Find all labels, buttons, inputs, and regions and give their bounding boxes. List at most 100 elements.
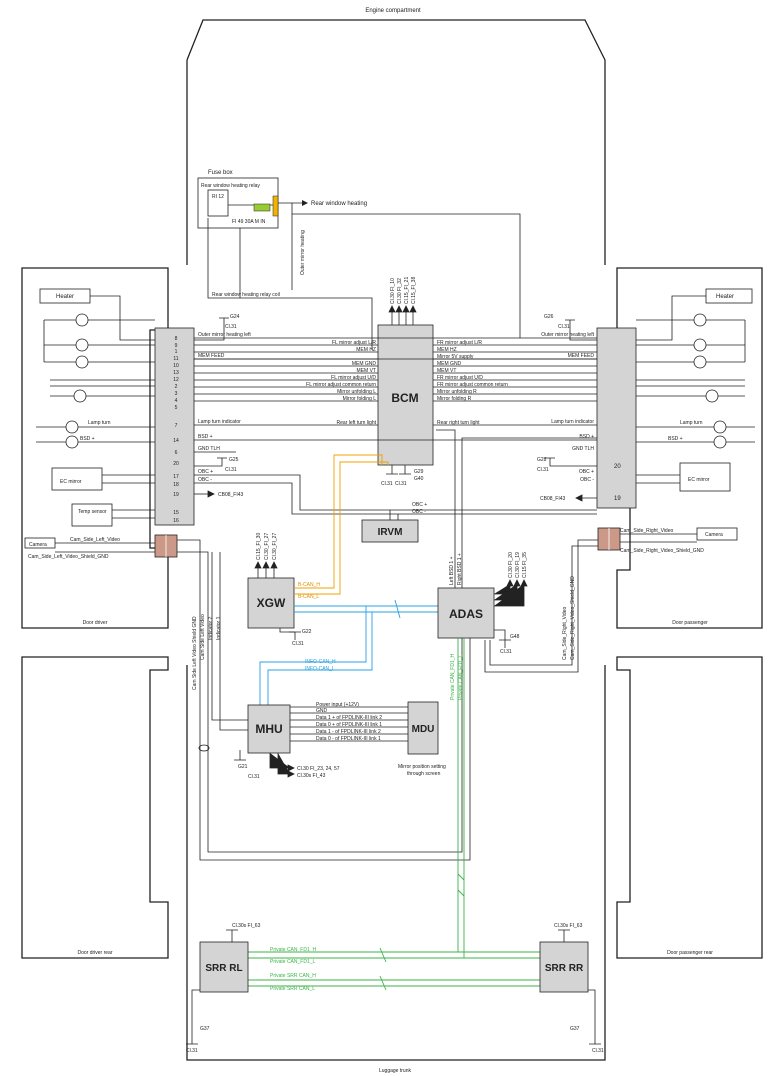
left-pin-6: 6: [175, 450, 178, 456]
right-camera-group: [484, 527, 738, 673]
right-wire-label-3: BSD +: [579, 434, 594, 440]
right-heater: Heater: [716, 294, 734, 300]
bcm-left-signal-3: MEM GND: [352, 361, 377, 367]
fuse-box-title: Fuse box: [208, 170, 233, 176]
left-wire-label-4: GND TLH: [198, 446, 220, 452]
gnd-g37-l: G37: [200, 1026, 210, 1032]
mhu-power-1: Cl.30s FI_43: [297, 773, 326, 779]
left-camera: Camera: [29, 542, 47, 548]
bcm-gnd-3: G40: [414, 476, 424, 482]
bcm-right-signal-1: MEM HZ: [437, 347, 457, 353]
right-mirror-internals: [636, 288, 755, 492]
left-wire-label-5: OBC +: [198, 469, 213, 475]
adas-module[interactable]: ADAS: [437, 587, 495, 639]
mhu-label: MHU: [255, 722, 282, 736]
bcm-label: BCM: [391, 391, 418, 405]
rear-window-heating: Rear window heating: [311, 201, 367, 207]
srr-rl-module[interactable]: SRR RL: [199, 941, 249, 993]
right-wire-label-6: OBC -: [580, 477, 594, 483]
fuse-box: [197, 177, 308, 229]
xgw-top-0: Cl.15_FI_30: [256, 533, 262, 560]
xgw-top-1: Cl.30_FI_27: [264, 533, 270, 560]
bcm-left-signal-7: Mirror unfolding L: [337, 389, 376, 395]
bcm-right-signal-6: FR mirror adjust common return: [437, 382, 508, 388]
left-cb: CB08_FI43: [218, 492, 244, 498]
priv-srr-l: Private SRR CAN_L: [270, 986, 315, 992]
bcm-gnd-1: Cl.31: [395, 481, 407, 487]
left-cam-shield: Cam_Side_Left_Video_Shield_GND: [28, 554, 109, 560]
bcm-right-signal-5: FR mirror adjust U/D: [437, 375, 483, 381]
left-wire-label-0: Outer mirror heating left: [198, 332, 251, 338]
left-temp-sensor: Temp sensor: [78, 509, 107, 515]
right-cam-vert-1: Cam_Side_Right_Video_Shield_GND: [570, 576, 576, 660]
gnd-g25-cl31: Cl.31: [225, 467, 237, 473]
mhu-power-arrows: [269, 753, 295, 778]
gnd-g21-cl31: Cl.31: [248, 774, 260, 780]
right-ec-mirror: EC mirror: [688, 477, 710, 483]
priv-canfd-h-vert: Private CAN_FD1_H: [450, 653, 456, 700]
adas-top-1: Cl.30 FI_19: [515, 552, 521, 578]
right-mirror-connector[interactable]: [596, 327, 637, 509]
left-pin-15: 15: [173, 510, 179, 516]
bcm-top-2: Cl.15_FI_21: [404, 277, 410, 304]
bcm-left-signal-9: Rear left turn light: [337, 420, 377, 426]
mdu-module[interactable]: MDU: [407, 701, 439, 755]
bcm-gnd-2: G29: [414, 469, 424, 475]
bcm-left-signal-4: MEM VT: [357, 368, 376, 374]
gnd-g37-r: G37: [570, 1026, 580, 1032]
infocan-l: INFO-CAN_L: [305, 666, 335, 672]
left-pin-10: 10: [173, 363, 179, 369]
mhu-mdu-label-1: GND: [316, 708, 328, 714]
adas-bsd-wiring: [436, 429, 597, 640]
mhu-mdu-label-3: Data 0 + of FPDLINK-III link 1: [316, 722, 382, 728]
gnd-g24: G24: [230, 314, 240, 320]
fuse-label: FI 49 30A M IN: [232, 219, 266, 225]
bcan-wiring: [294, 454, 389, 595]
left-ec-mirror: EC mirror: [60, 479, 82, 485]
left-cam-vert-2: Indicator 2: [208, 616, 214, 640]
left-heater: Heater: [56, 294, 74, 300]
left-mirror-internals: [36, 288, 155, 527]
bcm-grounds: [386, 465, 411, 475]
bcm-module[interactable]: BCM: [377, 324, 434, 466]
right-wire-label-0: Outer mirror heating left: [541, 332, 594, 338]
priv-canfd-l-vert: Private CAN_FD1_L: [458, 654, 464, 700]
adas-top-arrows: [494, 579, 528, 607]
infocan-h: INFO-CAN_H: [305, 659, 336, 665]
gnd-g37-r-cl31: Cl.31: [592, 1048, 604, 1054]
right-lamp-turn: Lamp turn: [680, 420, 703, 426]
mhu-module[interactable]: MHU: [247, 704, 291, 754]
adas-label: ADAS: [449, 607, 483, 621]
right-wire-label-5: OBC +: [579, 469, 594, 475]
left-pin-14: 14: [173, 438, 179, 444]
left-pin-20: 20: [173, 461, 179, 467]
bcm-right-signal-3: MEM GND: [437, 361, 462, 367]
left-cam-vert-1: Cam Side Left Video: [200, 614, 206, 660]
gnd-g48-cl31: Cl.31: [500, 649, 512, 655]
obc-minus: OBC -: [412, 509, 426, 515]
zone-door-passenger-rear-label: Door passenger rear: [667, 950, 713, 956]
gnd-g28: G28: [537, 457, 547, 463]
gnd-g48: G48: [510, 634, 520, 640]
right-cam-shield: Cam_Side_Right_Video_Shield_GND: [620, 548, 704, 554]
gnd-g25: G25: [229, 457, 239, 463]
left-wire-label-2: Lamp turn indicator: [198, 419, 241, 425]
ground-symbols: [186, 317, 601, 1045]
mhu-mdu-label-5: Data 0 - of FPDLINK-III link 1: [316, 736, 381, 742]
private-canfd-wiring: [248, 638, 540, 991]
xgw-module[interactable]: XGW: [247, 577, 295, 629]
left-cam-vert-0: Cam Side Left Video Shield GND: [192, 616, 198, 690]
right-pin-20: 20: [614, 464, 621, 470]
left-mirror-connector[interactable]: [154, 327, 195, 526]
srr-power-wiring: [191, 929, 596, 1036]
priv-canfd-h: Private CAN_FD1_H: [270, 947, 317, 953]
srr-rr-module[interactable]: SRR RR: [539, 941, 589, 993]
srr-rl-label: SRR RL: [205, 963, 242, 974]
signal-bus: [194, 337, 597, 453]
zone-outlines: [21, 19, 763, 1061]
left-pin-13: 13: [173, 370, 179, 376]
irvm-module[interactable]: IRVM: [361, 519, 419, 543]
cb-arrows: [194, 490, 597, 502]
